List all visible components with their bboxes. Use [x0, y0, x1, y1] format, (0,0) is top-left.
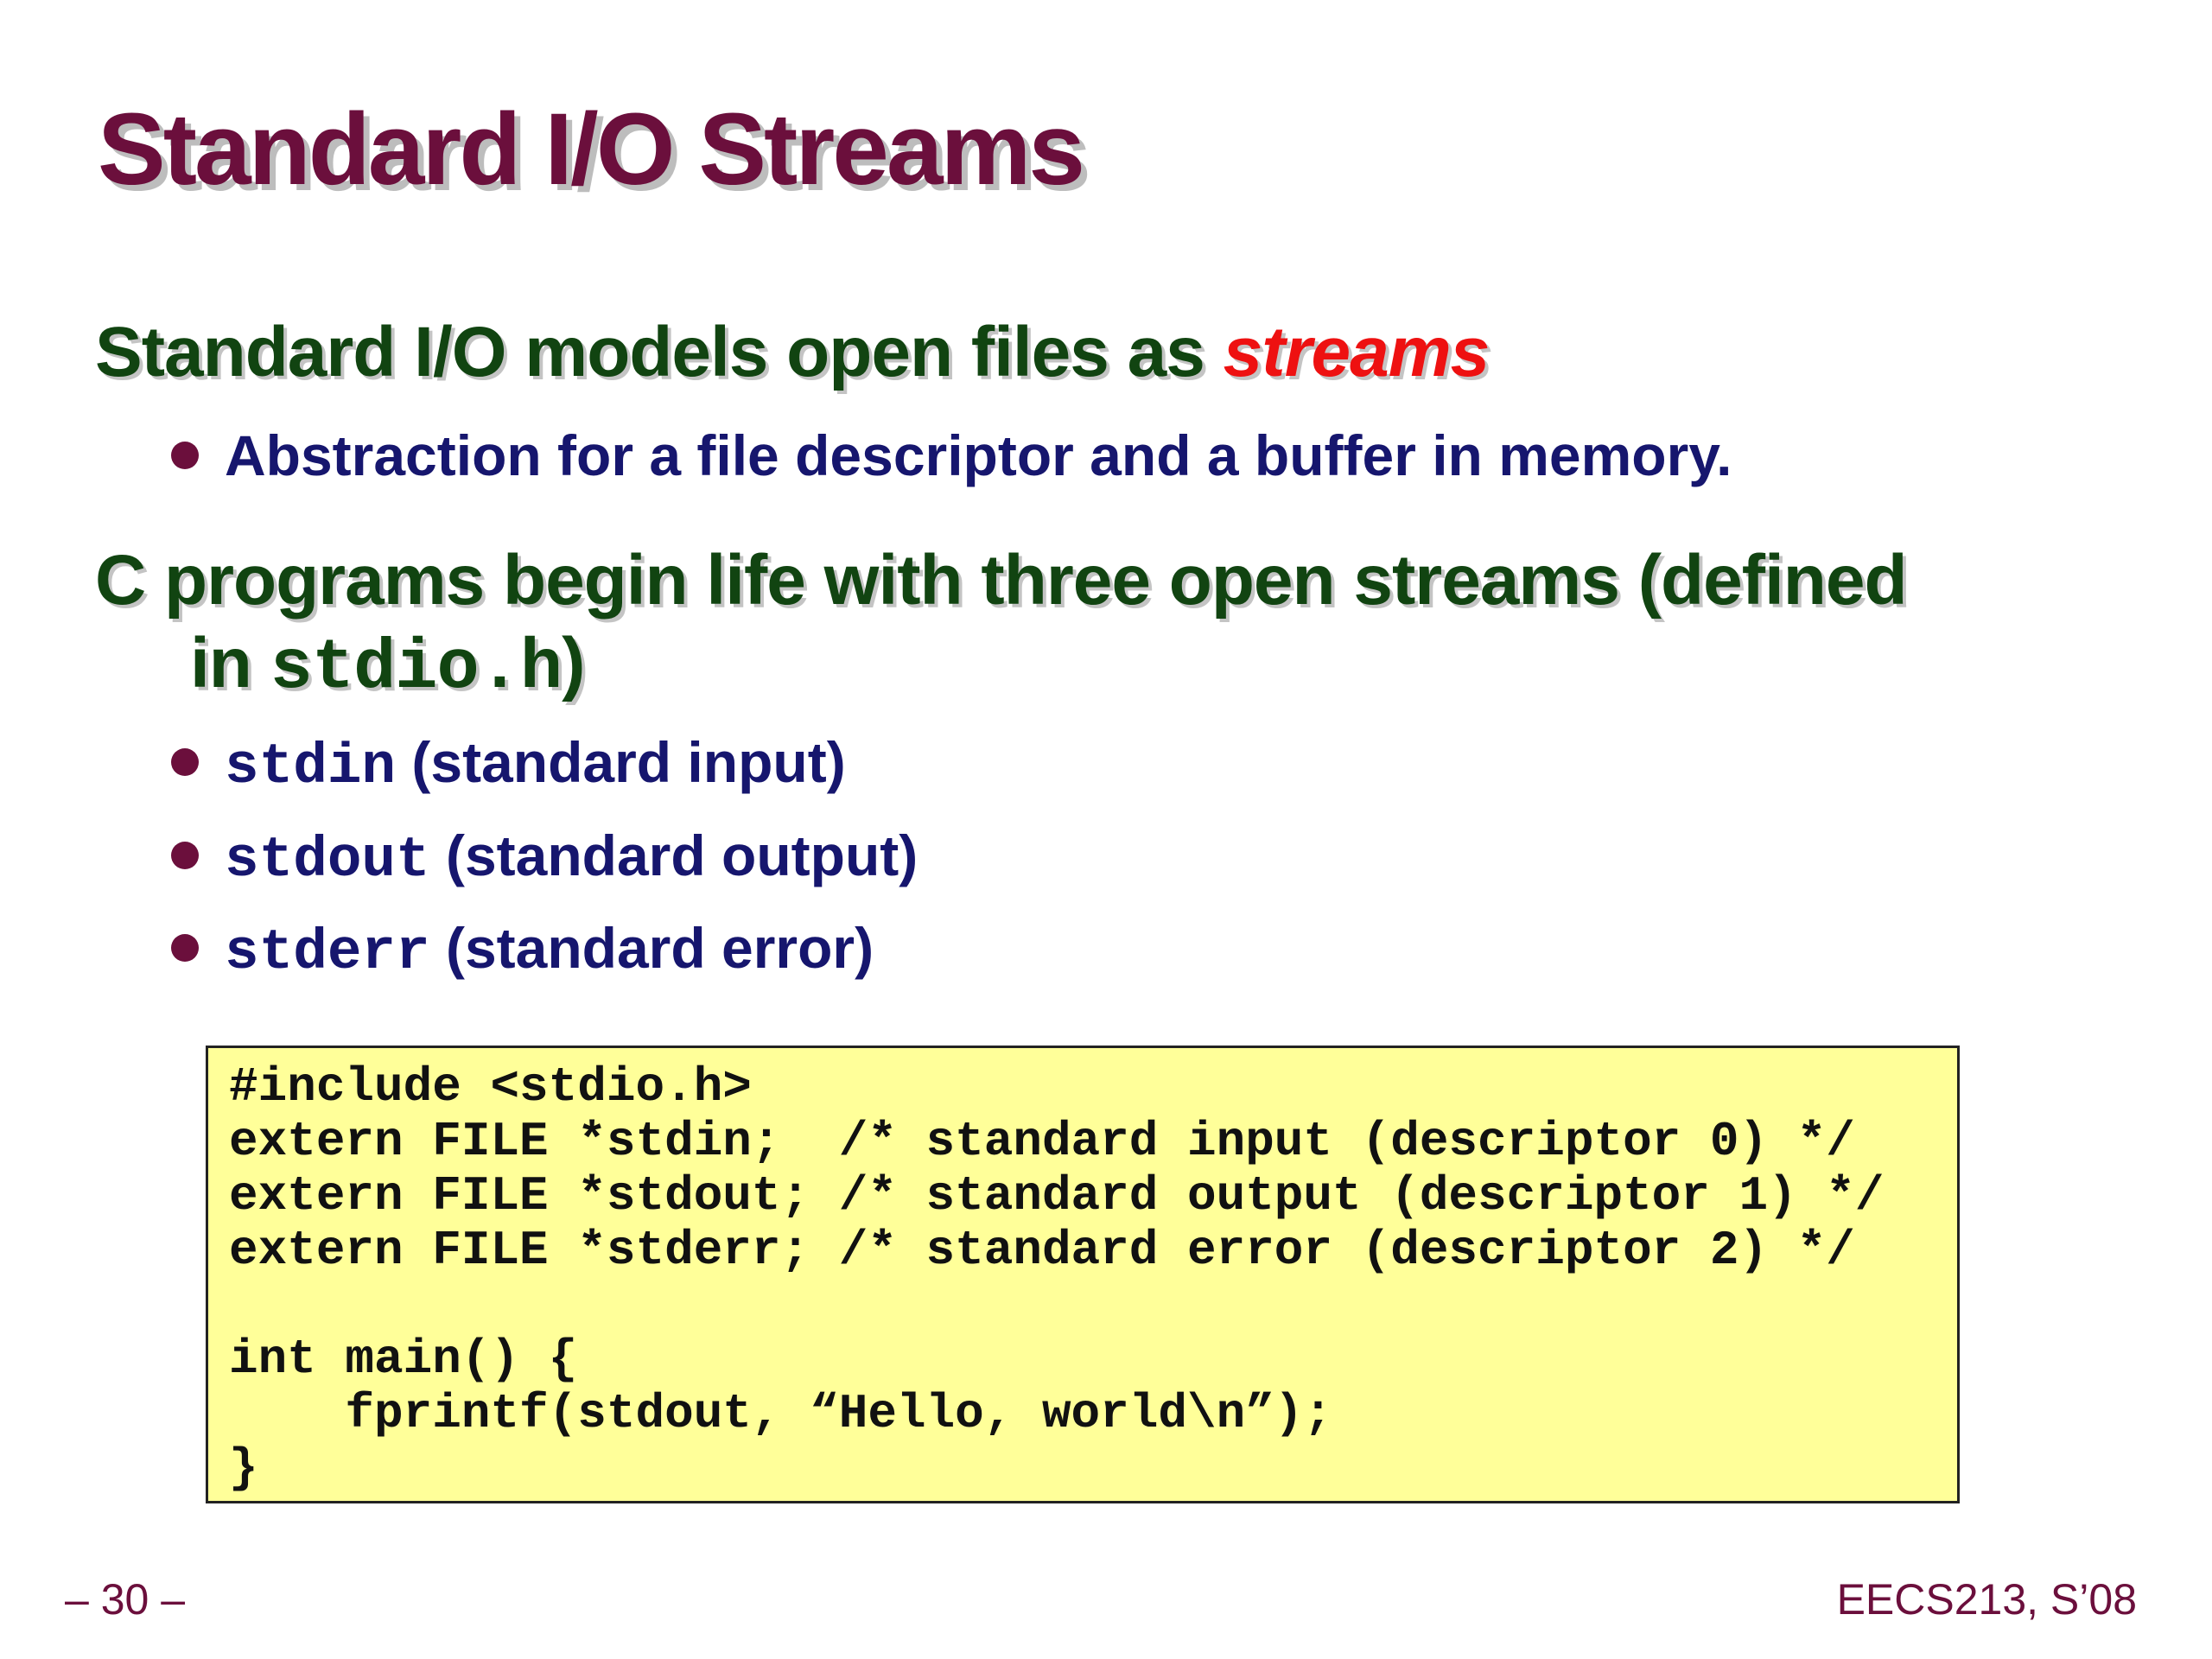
stdin-code: stdin: [225, 734, 397, 799]
stdin-description: (standard input): [396, 730, 846, 794]
bullet-dot-icon: [171, 748, 199, 776]
point-three-streams-line1: C programs begin life with three open st…: [95, 541, 1908, 620]
code-line: int main() {: [229, 1332, 578, 1387]
code-line: [229, 1278, 1957, 1332]
code-line: extern FILE *stdout; /* standard output …: [229, 1168, 1885, 1224]
slide-title: Standard I/O Streams: [98, 92, 1085, 207]
page-number: – 30 –: [65, 1575, 186, 1624]
stderr-code: stderr: [225, 920, 430, 985]
point-three-streams-line2: in stdio.h): [95, 622, 1907, 710]
stdout-description: (standard output): [429, 823, 918, 887]
code-line: fprintf(stdout, “Hello, world\n”);: [229, 1386, 1333, 1441]
sub-bullet-stdout: stdout (standard output): [171, 821, 918, 895]
code-line: }: [229, 1440, 258, 1496]
point-streams-emphasis: streams: [1223, 313, 1491, 391]
stderr-description: (standard error): [429, 916, 874, 980]
bullet-dot-icon: [171, 842, 199, 869]
bullet-dot-icon: [171, 934, 199, 962]
stdout-code: stdout: [225, 828, 430, 893]
code-example-box: #include <stdio.h> extern FILE *stdin; /…: [206, 1046, 1960, 1503]
point-three-streams: C programs begin life with three open st…: [95, 539, 1908, 710]
code-line: extern FILE *stderr; /* standard error (…: [229, 1223, 1855, 1278]
code-line: extern FILE *stdin; /* standard input (d…: [229, 1114, 1855, 1169]
point-streams: Standard I/O models open files as stream…: [95, 311, 1491, 394]
stdio-header-code: stdio.h: [270, 628, 563, 709]
line2-suffix: ): [562, 624, 585, 702]
course-label: EECS213, S’08: [1836, 1575, 2137, 1624]
bullet-dot-icon: [171, 442, 199, 469]
sub-bullet-text: Abstraction for a file descriptor and a …: [225, 423, 1732, 487]
sub-bullet-abstraction: Abstraction for a file descriptor and a …: [171, 421, 1732, 490]
code-line: #include <stdio.h>: [229, 1059, 752, 1115]
sub-bullet-stderr: stderr (standard error): [171, 913, 874, 988]
sub-bullet-stdin: stdin (standard input): [171, 728, 846, 802]
point-streams-text: Standard I/O models open files as: [95, 313, 1224, 391]
line2-prefix: in: [190, 624, 270, 702]
